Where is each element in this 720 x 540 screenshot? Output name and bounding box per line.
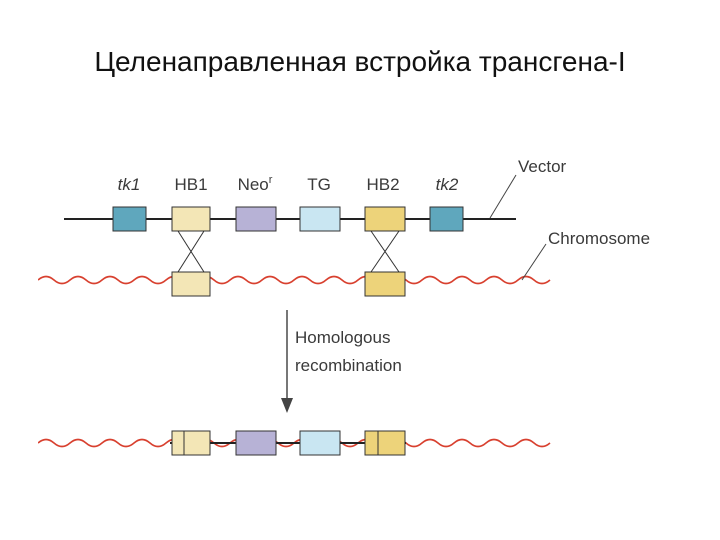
vector-box-tg <box>299 206 341 232</box>
vector-pointer <box>489 174 517 219</box>
recombination-label-line1: Homologous <box>295 328 390 347</box>
gene-label-tg: TG <box>307 175 331 194</box>
chromosome-box-hb1 <box>171 271 211 297</box>
chromosome-label: Chromosome <box>548 229 650 248</box>
recombination-label-line2: recombination <box>295 356 402 375</box>
result-box-hb2 <box>364 430 406 456</box>
gene-label-neo-text: Neo <box>238 175 269 194</box>
slide-title: Целенаправленная встройка трансгена-I <box>94 46 626 77</box>
gene-label-hb2: HB2 <box>366 175 399 194</box>
vector-box-tk2 <box>429 206 464 232</box>
crossover-x-hb1 <box>177 230 205 273</box>
result-box-neo <box>235 430 277 456</box>
gene-label-hb1: HB1 <box>174 175 207 194</box>
chromosome-box-hb2 <box>364 271 406 297</box>
chromosome-pointer <box>521 243 547 281</box>
diagram-canvas: tk1 HB1 Neor TG HB2 tk2 Vector Chromos <box>38 157 650 456</box>
vector-box-neo <box>235 206 277 232</box>
vector-label: Vector <box>518 157 567 176</box>
gene-label-neo-sup: r <box>269 174 273 186</box>
gene-label-tk1: tk1 <box>118 175 141 194</box>
vector-box-hb1 <box>171 206 211 232</box>
result-box-tg <box>299 430 341 456</box>
result-box-hb1 <box>171 430 211 456</box>
recombination-arrow-head <box>281 398 293 413</box>
gene-label-neo: Neor <box>238 174 273 194</box>
vector-box-tk1 <box>112 206 147 232</box>
gene-targeting-figure: tk1 HB1 Neor TG HB2 tk2 Vector Chromos <box>38 130 658 475</box>
chromosome-wave-top <box>38 275 551 285</box>
crossover-x-hb2 <box>370 230 400 273</box>
gene-label-tk2: tk2 <box>436 175 459 194</box>
vector-box-hb2 <box>364 206 406 232</box>
